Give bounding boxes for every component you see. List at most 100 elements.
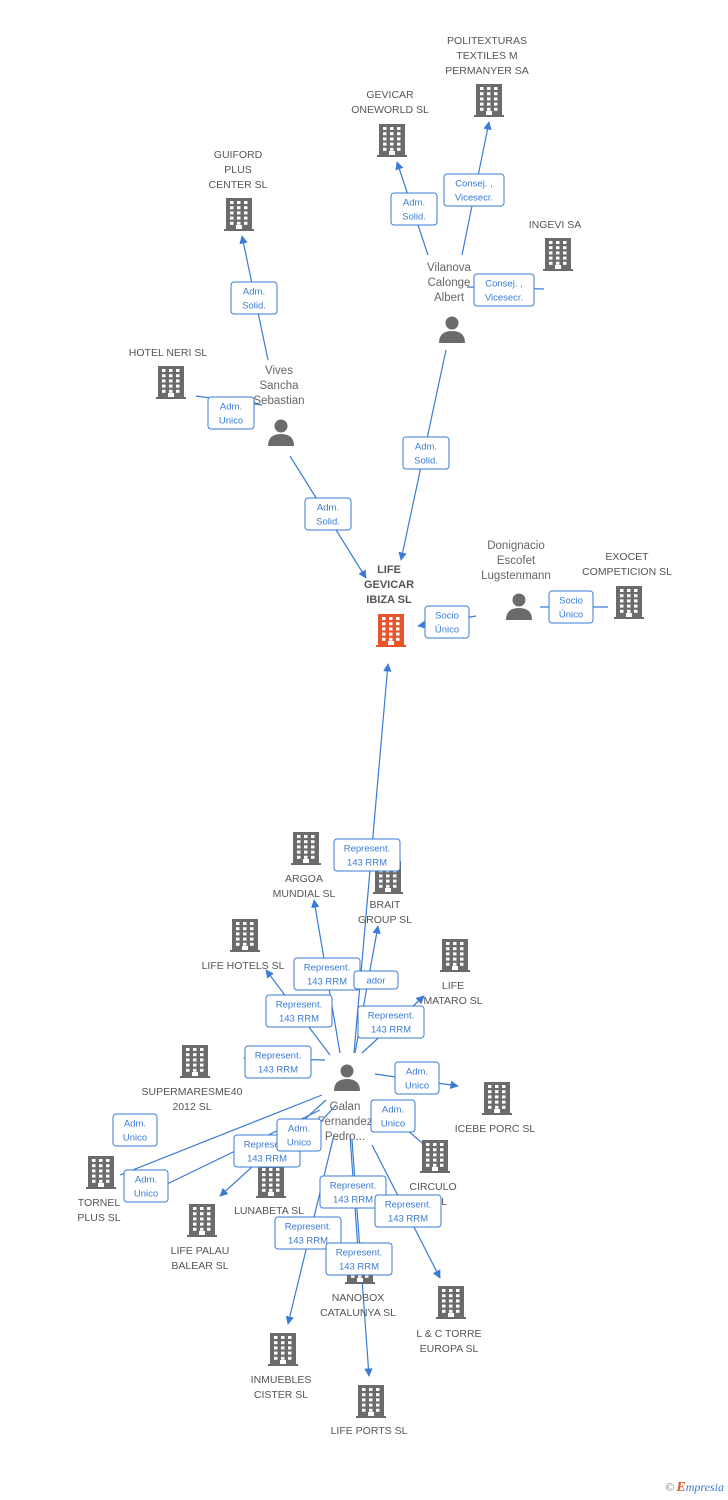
copyright-symbol: © (665, 1480, 675, 1494)
building-icon-gevicar-oneworld[interactable] (377, 124, 407, 157)
company-label-life-mataro-line: MATARO SL (423, 995, 482, 1007)
edge-label-text: Represent.143 RRM (255, 1051, 301, 1076)
edge-label-text: Represent.143 RRM (276, 1000, 322, 1025)
edge-label-vives-guiford[interactable]: Adm.Solid. (230, 281, 278, 315)
edge-label-text: Adm.Unico (219, 402, 243, 427)
company-label-life-ports: LIFE PORTS SL (331, 1425, 408, 1437)
edge-label-vilanova-gevicar[interactable]: Adm.Solid. (390, 192, 438, 226)
company-label-lc-torre-line: L & C TORRE (416, 1328, 481, 1340)
person-label-donignacio-line: Donignacio (487, 540, 545, 552)
person-label-galan-line: Pedro... (325, 1131, 365, 1143)
edge-label-galan-lctorre[interactable]: Represent.143 RRM (374, 1194, 442, 1228)
edge-label-galan-circulo[interactable]: Adm.Unico (370, 1099, 416, 1133)
main-company-building-icon[interactable] (376, 614, 406, 647)
company-label-politexturas-line: TEXTILES M (456, 50, 517, 62)
company-label-exocet-line: EXOCET (605, 551, 649, 563)
company-label-nanobox-line: CATALUNYA SL (320, 1307, 396, 1319)
edge-label-galan-mataro[interactable]: Represent.143 RRM (357, 1005, 425, 1039)
company-label-tornel-line: TORNEL (78, 1197, 121, 1209)
company-label-supermaresme-line: SUPERMARESME40 (142, 1086, 243, 1098)
edge-label-galan-argoa[interactable]: Represent.143 RRM (293, 957, 361, 991)
edge-label-vilanova-ingevi[interactable]: Consej. ,Vicesecr. (473, 273, 535, 307)
building-icon-life-palau[interactable] (187, 1204, 217, 1237)
building-icon-hotel-neri[interactable] (156, 366, 186, 399)
person-icon-galan[interactable] (334, 1064, 360, 1092)
person-icon-vilanova[interactable] (439, 316, 465, 344)
company-label-guiford-line: PLUS (224, 164, 251, 176)
edge-label-text: Represent.143 RRM (330, 1181, 376, 1206)
company-label-gevicar-oneworld-line: ONEWORLD SL (351, 104, 429, 116)
edge-label-text: Represent.143 RRM (285, 1222, 331, 1247)
person-label-galan-line: Fernandez (318, 1116, 373, 1128)
company-label-brait-line: BRAIT (370, 899, 402, 911)
edge-label-text: Represent.143 RRM (368, 1011, 414, 1036)
edge-label-text: Represent.143 RRM (336, 1248, 382, 1273)
building-icon-icebe[interactable] (482, 1082, 512, 1115)
company-label-hotel-neri-line: HOTEL NERI SL (129, 347, 208, 359)
building-icon-ingevi[interactable] (543, 238, 573, 271)
building-icon-exocet[interactable] (614, 586, 644, 619)
building-icon-politexturas[interactable] (474, 84, 504, 117)
edge-label-galan-inmuebles[interactable]: Represent.143 RRM (274, 1216, 342, 1250)
main-company-label-line: GEVICAR (364, 579, 414, 591)
person-icon-vives[interactable] (268, 419, 294, 447)
main-company-label-line: IBIZA SL (366, 594, 412, 606)
edge-label-vilanova-main[interactable]: Adm.Solid. (402, 436, 450, 470)
building-icon-supermaresme[interactable] (180, 1045, 210, 1078)
person-label-vilanova-line: Albert (434, 292, 465, 304)
edge-label-galan-tornel2[interactable]: Adm.Unico (123, 1169, 169, 1203)
company-label-supermaresme-line: 2012 SL (172, 1101, 211, 1113)
brand-initial: E (676, 1480, 686, 1495)
company-label-inmuebles-line: CISTER SL (254, 1389, 308, 1401)
company-label-life-palau-line: LIFE PALAU (171, 1245, 230, 1257)
building-icon-circulo[interactable] (420, 1140, 450, 1173)
building-icon-life-mataro[interactable] (440, 939, 470, 972)
edge-label-text: Adm.Unico (405, 1067, 429, 1092)
empresia-logo: ©Empresia (665, 1480, 724, 1496)
edge-label-galan-icebe[interactable]: Adm.Unico (394, 1061, 440, 1095)
edge-label-text: Consej. ,Vicesecr. (485, 279, 523, 304)
building-icon-lc-torre[interactable] (436, 1286, 466, 1319)
edge-label-galan-brait[interactable]: ador (353, 970, 399, 990)
brand-name: mpresia (685, 1480, 724, 1494)
edge-label-text: Adm.Unico (287, 1124, 311, 1149)
building-icon-argoa[interactable] (291, 832, 321, 865)
company-label-tornel-line: PLUS SL (77, 1212, 120, 1224)
company-label-circulo-line: CIRCULO (409, 1181, 456, 1193)
edge-label-text: Adm.Solid. (414, 442, 438, 467)
edge-label-galan-tornel[interactable]: Adm.Unico (112, 1113, 158, 1147)
edge-label-vives-hotelneri[interactable]: Adm.Unico (207, 396, 255, 430)
building-icon-tornel[interactable] (86, 1156, 116, 1189)
building-icon-life-hotels[interactable] (230, 919, 260, 952)
company-label-gevicar-oneworld-line: GEVICAR (366, 89, 414, 101)
edge-label-galan-lifeports[interactable]: Represent.143 RRM (325, 1242, 393, 1276)
company-label-ingevi-line: INGEVI SA (529, 219, 582, 231)
building-icon-lunabeta[interactable] (256, 1165, 286, 1198)
edge-label-galan-lifehotels[interactable]: Represent.143 RRM (265, 994, 333, 1028)
edge-label-galan-nanobox[interactable]: Represent.143 RRM (319, 1175, 387, 1209)
person-icon-donignacio[interactable] (506, 593, 532, 621)
building-icon-guiford[interactable] (224, 198, 254, 231)
building-icon-inmuebles[interactable] (268, 1333, 298, 1366)
company-label-icebe-line: ICEBE PORC SL (455, 1123, 536, 1135)
edge-label-vilanova-politexturas[interactable]: Consej. ,Vicesecr. (443, 173, 505, 207)
edge-label-galan-main[interactable]: Represent.143 RRM (333, 838, 401, 872)
company-label-lunabeta-line: LUNABETA SL (234, 1205, 304, 1217)
edge-label-vives-main[interactable]: Adm.Solid. (304, 497, 352, 531)
company-label-gevicar-oneworld: GEVICAR ONEWORLD SL (351, 89, 429, 116)
building-icon-life-ports[interactable] (356, 1385, 386, 1418)
company-label-politexturas-line: POLITEXTURAS (447, 35, 527, 47)
edge-label-galan-lunabeta[interactable]: Adm.Unico (276, 1118, 322, 1152)
edge-label-galan-supermaresme[interactable]: Represent.143 RRM (244, 1045, 312, 1079)
edge-label-text: ador (366, 976, 385, 987)
edge-label-text: Adm.Unico (134, 1175, 158, 1200)
